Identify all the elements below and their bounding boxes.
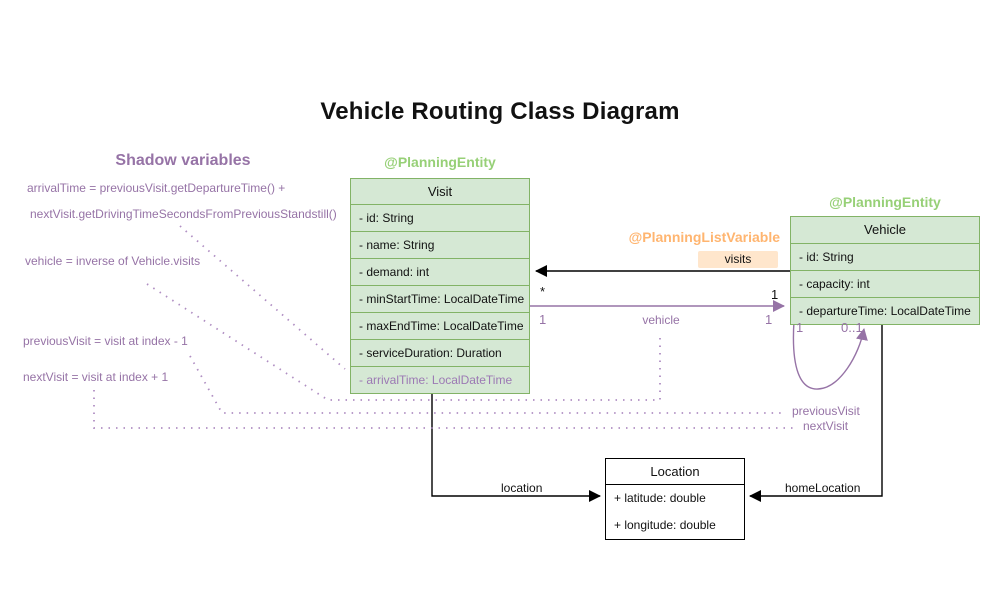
visit-field-name: - name: String	[351, 231, 529, 258]
visit-field-demand: - demand: int	[351, 258, 529, 285]
visits-edge-label: visits	[698, 251, 778, 268]
annotation-nextvisit: nextVisit = visit at index + 1	[23, 370, 169, 384]
annotation-arrivaltime-line2: nextVisit.getDrivingTimeSecondsFromPrevi…	[30, 207, 337, 221]
class-location-name: Location	[606, 459, 744, 485]
visit-stereotype: @PlanningEntity	[384, 154, 496, 170]
vehicle-ref-multiplicity-right: 1	[765, 312, 773, 327]
visit-field-serviceduration: - serviceDuration: Duration	[351, 339, 529, 366]
location-field-latitude: + latitude: double	[614, 491, 706, 505]
vehicle-ref-multiplicity-left: 1	[539, 312, 547, 327]
annotation-arrivaltime-line1: arrivalTime = previousVisit.getDeparture…	[27, 181, 286, 195]
dotted-vehicle-connector	[146, 283, 661, 401]
vehicle-field-id: - id: String	[791, 243, 979, 270]
class-location: Location + latitude: double + longitude:…	[605, 458, 745, 540]
shadow-variables-heading: Shadow variables	[115, 152, 251, 169]
visits-multiplicity-one: 1	[771, 287, 779, 302]
class-visit-name: Visit	[427, 184, 453, 199]
location-arrow	[431, 385, 601, 502]
self-loop-multiplicity-zero-one: 0..1	[841, 320, 863, 335]
self-loop-multiplicity-one: 1	[796, 320, 804, 335]
vehicle-stereotype: @PlanningEntity	[829, 194, 941, 210]
class-vehicle: Vehicle - id: String - capacity: int - d…	[790, 216, 980, 325]
vehicle-field-capacity: - capacity: int	[791, 270, 979, 297]
home-location-arrow	[749, 321, 883, 502]
diagram-title: Vehicle Routing Class Diagram	[320, 98, 680, 125]
dotted-arrivaltime-connector	[179, 225, 346, 370]
visits-multiplicity-star: *	[540, 284, 546, 299]
location-edge-label: location	[501, 481, 543, 495]
previousvisit-edge-label: previousVisit	[792, 404, 860, 418]
self-loop-arrow	[792, 320, 868, 390]
class-vehicle-name: Vehicle	[864, 222, 906, 237]
visit-field-arrivaltime: - arrivalTime: LocalDateTime	[351, 366, 529, 393]
dotted-nextvisit-connector	[93, 390, 798, 429]
annotation-previousvisit: previousVisit = visit at index - 1	[23, 334, 188, 348]
class-visit: Visit - id: String - name: String - dema…	[350, 178, 530, 394]
nextvisit-edge-label: nextVisit	[803, 419, 849, 433]
visit-field-minstarttime: - minStartTime: LocalDateTime	[351, 285, 529, 312]
vehicle-field-departuretime: - departureTime: LocalDateTime	[791, 297, 979, 324]
location-field-longitude: + longitude: double	[614, 518, 716, 532]
annotation-vehicle-inverse: vehicle = inverse of Vehicle.visits	[25, 254, 201, 268]
visit-field-id: - id: String	[351, 204, 529, 231]
planning-list-variable-stereotype: @PlanningListVariable	[628, 229, 780, 245]
home-location-edge-label: homeLocation	[785, 481, 861, 495]
vehicle-edge-label: vehicle	[642, 313, 680, 327]
visit-field-maxendtime: - maxEndTime: LocalDateTime	[351, 312, 529, 339]
